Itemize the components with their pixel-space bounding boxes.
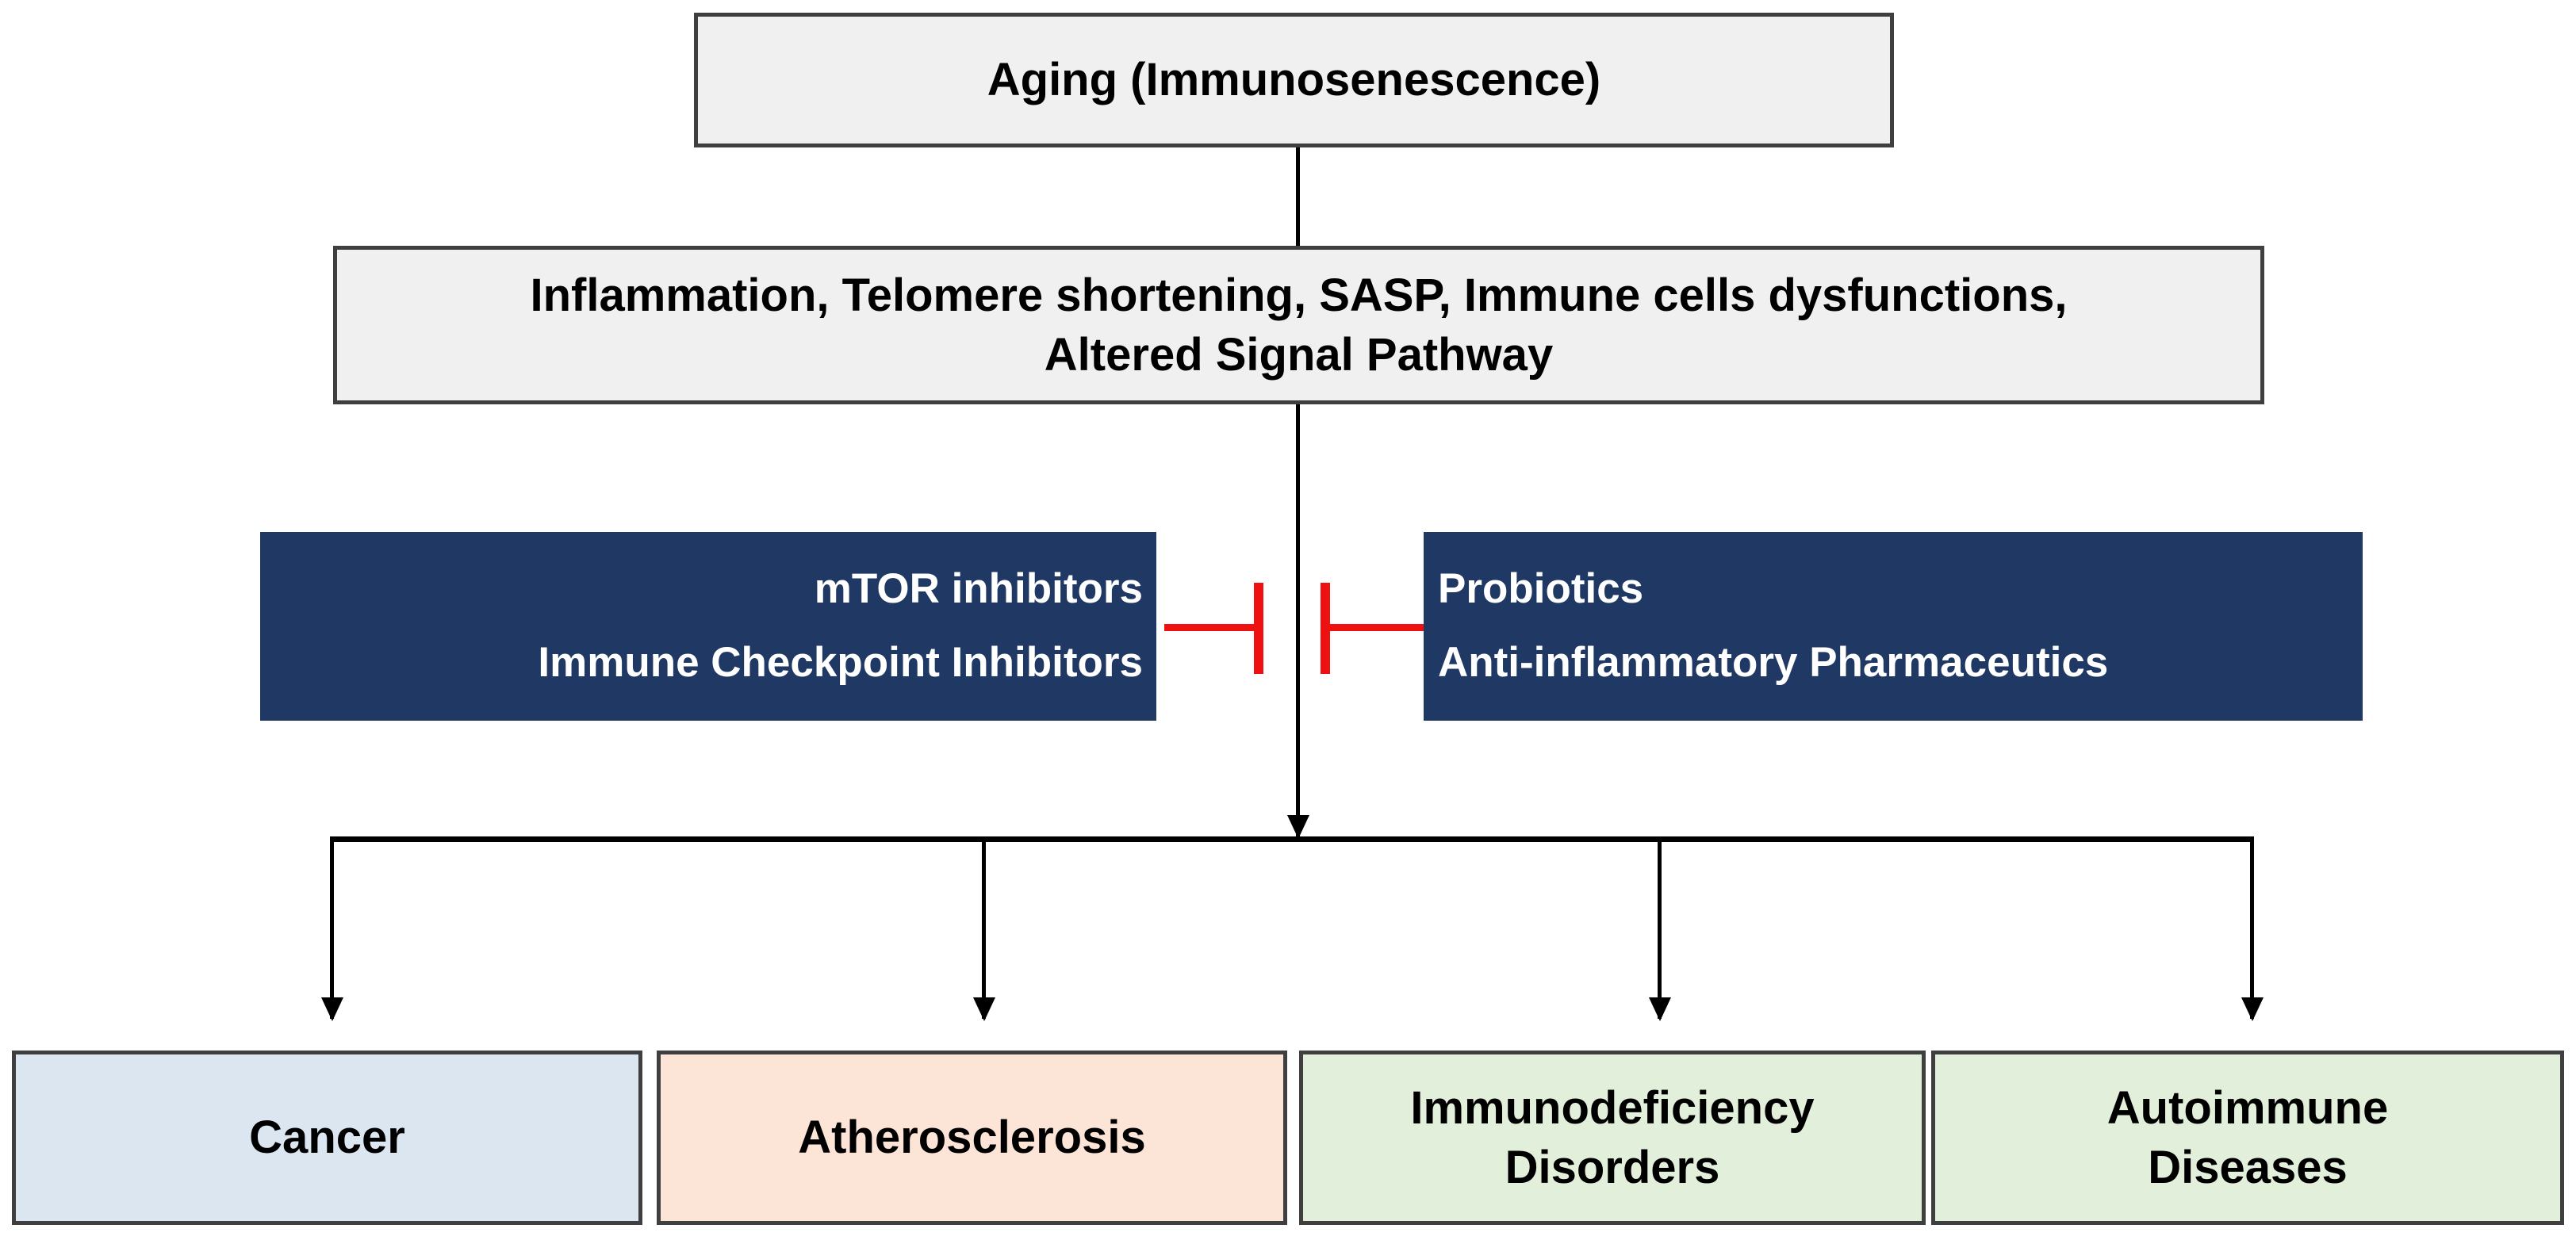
arrowhead-drop-autoimmune <box>2241 997 2264 1021</box>
node-outcome-immunodeficiency: Immunodeficiency Disorders <box>1299 1051 1926 1225</box>
inhibition-stem-right <box>1328 624 1424 631</box>
node-right-intervention: Probiotics Anti-inflammatory Pharmaceuti… <box>1424 532 2363 721</box>
outcome-atherosclerosis-line1: Atherosclerosis <box>798 1112 1146 1164</box>
arrowhead-drop-immunodeficiency <box>1649 997 1671 1021</box>
node-left-intervention: mTOR inhibitors Immune Checkpoint Inhibi… <box>260 532 1156 721</box>
node-outcome-cancer: Cancer <box>12 1051 642 1225</box>
node-aging-immunosenescence: Aging (Immunosenescence) <box>694 13 1894 147</box>
node-mechanisms-line1: Inflammation, Telomere shortening, SASP,… <box>530 269 2068 321</box>
node-mechanisms-line2: Altered Signal Pathway <box>1044 329 1554 381</box>
node-aging-label: Aging (Immunosenescence) <box>987 54 1601 106</box>
outcome-immunodeficiency-line2: Disorders <box>1505 1142 1720 1193</box>
left-intervention-line2: Immune Checkpoint Inhibitors <box>538 639 1143 687</box>
inhibition-bar-left <box>1254 583 1263 674</box>
inhibition-bar-right <box>1321 583 1330 674</box>
right-intervention-line1: Probiotics <box>1438 565 1644 613</box>
node-outcome-autoimmune: Autoimmune Diseases <box>1931 1051 2564 1225</box>
arrowhead-drop-cancer <box>321 997 343 1021</box>
left-intervention-line1: mTOR inhibitors <box>814 565 1143 613</box>
connector-aging-to-mechanism <box>1296 147 1300 247</box>
outcome-immunodeficiency-line1: Immunodeficiency <box>1410 1081 1815 1134</box>
outcome-autoimmune-line1: Autoimmune <box>2106 1081 2389 1134</box>
arrowhead-mechanism-trunk <box>1287 815 1309 839</box>
connector-drop-autoimmune <box>2250 836 2254 1019</box>
right-intervention-line2: Anti-inflammatory Pharmaceutics <box>1438 639 2109 687</box>
outcome-autoimmune-line2: Diseases <box>2148 1142 2348 1193</box>
arrowhead-drop-atherosclerosis <box>973 997 995 1021</box>
connector-drop-immunodeficiency <box>1658 836 1662 1019</box>
connector-drop-atherosclerosis <box>982 836 986 1019</box>
connector-mechanism-trunk <box>1296 404 1300 839</box>
connector-distribution-bar <box>332 836 2254 842</box>
inhibition-stem-left <box>1164 624 1261 631</box>
node-outcome-atherosclerosis: Atherosclerosis <box>657 1051 1287 1225</box>
outcome-cancer-line1: Cancer <box>249 1112 405 1164</box>
connector-drop-cancer <box>330 836 334 1019</box>
node-mechanisms: Inflammation, Telomere shortening, SASP,… <box>333 246 2264 404</box>
